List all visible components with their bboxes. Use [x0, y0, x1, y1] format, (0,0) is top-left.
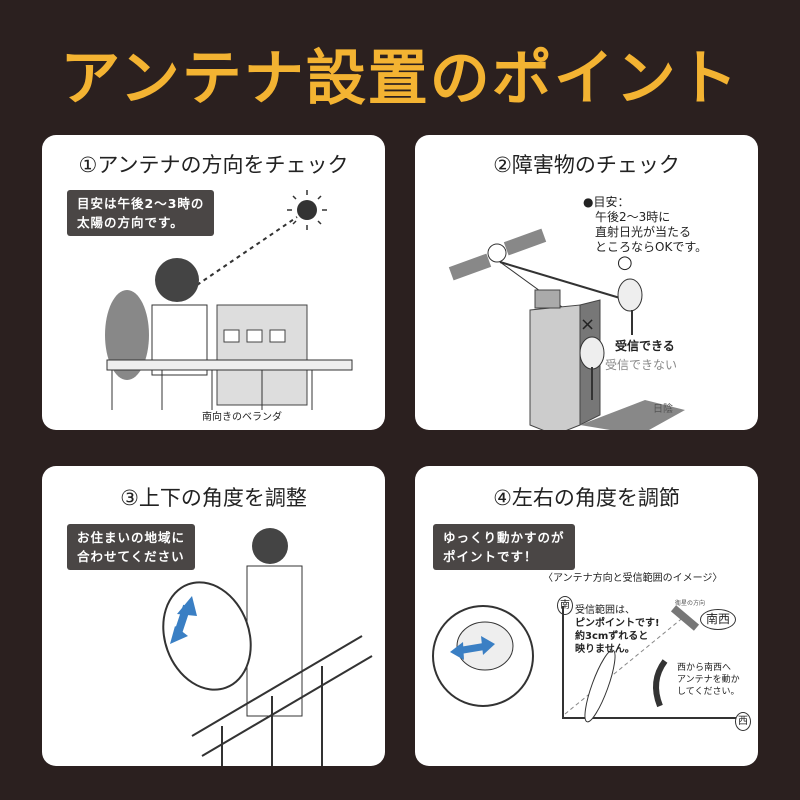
- west-label: 西: [735, 712, 751, 731]
- satellite-direction-label: 衛星の方向: [675, 600, 706, 607]
- ok-mark: ○: [617, 252, 633, 273]
- south-label: 南: [557, 596, 573, 615]
- azimuth-diagram: [432, 605, 743, 723]
- panel-azimuth: ④左右の角度を調節 ゆっくり動かすのが ポイントです！ 〈アンテナ方向と受信範囲…: [415, 466, 758, 766]
- obstacle-illustration: [448, 228, 685, 430]
- range-line: 受信範囲は、: [575, 605, 635, 616]
- note-line: お住まいの地域に: [77, 530, 186, 545]
- note-line: 太陽の方向です。: [77, 215, 184, 230]
- elevation-illustration: [162, 528, 373, 766]
- panel-obstacles: ②障害物のチェック ●目安： 午後2〜3時に 直射日光が当たる ところならOKで…: [415, 135, 758, 430]
- range-line: ピンポイントです!: [575, 618, 660, 629]
- page-title: アンテナ設置のポイント: [60, 44, 740, 114]
- note-box: 目安は午後2〜3時の 太陽の方向です。: [67, 190, 215, 236]
- balcony-illustration: [105, 190, 353, 410]
- panel-heading: ②障害物のチェック: [493, 153, 680, 177]
- note-line: ゆっくり動かすのが: [443, 530, 565, 545]
- caption: 南向きのベランダ: [202, 412, 282, 423]
- note-line: 合わせてください: [77, 549, 185, 564]
- diagram-title: 〈アンテナ方向と受信範囲のイメージ〉: [543, 573, 723, 584]
- shadow-label: 日陰: [653, 404, 673, 415]
- range-text: 受信範囲は、 ピンポイントです! 約3cmずれると 映りません。: [575, 604, 660, 656]
- sun-icon: [287, 190, 327, 230]
- range-line: 映りません。: [575, 644, 635, 655]
- left-right-arrow-icon: [450, 636, 495, 660]
- instruction-text: 西から南西へ アンテナを動か してください。: [677, 662, 740, 698]
- up-down-arrow-icon: [170, 596, 197, 644]
- note-line: ところならOKです。: [595, 240, 708, 254]
- note-box: お住まいの地域に 合わせてください: [67, 524, 196, 570]
- panel-heading: ④左右の角度を調節: [493, 486, 680, 510]
- note-line: ポイントです！: [443, 549, 538, 564]
- range-line: 約3cmずれると: [575, 631, 649, 642]
- note-line: 直射日光が当たる: [595, 225, 692, 239]
- panel-heading: ①アンテナの方向をチェック: [78, 153, 349, 177]
- instruction-line: 西から南西へ: [677, 663, 732, 673]
- note-box: ゆっくり動かすのが ポイントです！: [433, 524, 575, 570]
- note-line: 午後2〜3時に: [595, 210, 671, 224]
- panel-elevation: ③上下の角度を調整 お住まいの地域に 合わせてください: [42, 466, 385, 766]
- note-text: ●目安： 午後2〜3時に 直射日光が当たる ところならOKです。: [583, 195, 707, 255]
- satellite-icon: [448, 228, 547, 281]
- note-line: ●目安：: [583, 195, 630, 209]
- instruction-line: してください。: [677, 687, 740, 697]
- panel-heading: ③上下の角度を調整: [120, 486, 307, 510]
- ng-label: 受信できない: [605, 358, 678, 372]
- panel-direction: ①アンテナの方向をチェック 目安は午後2〜3時の 太陽の方向です。 南向きのベラ…: [42, 135, 385, 430]
- southwest-label: 南西: [700, 609, 737, 630]
- note-line: 目安は午後2〜3時の: [77, 196, 205, 211]
- ng-mark: ×: [580, 314, 596, 335]
- satellite-icon: [670, 605, 700, 631]
- ok-label: 受信できる: [615, 339, 675, 353]
- instruction-line: アンテナを動か: [677, 675, 740, 685]
